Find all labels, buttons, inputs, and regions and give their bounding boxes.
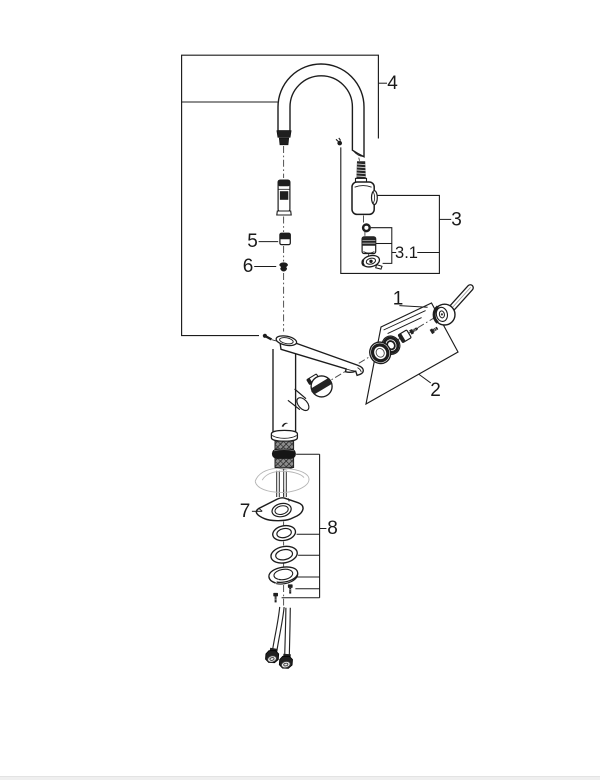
escutcheon-cap (369, 341, 392, 365)
spout-hose-connector (276, 130, 292, 146)
callout-7: 7 (240, 501, 251, 522)
hose-hex-fitting-left (265, 647, 280, 664)
spout-arm (278, 336, 364, 377)
callout-8: 8 (327, 518, 338, 539)
spray-head (351, 161, 378, 216)
body-logo-mark (281, 422, 289, 427)
spray-head-screw (335, 137, 343, 146)
fixing-screw-b (273, 592, 278, 603)
handle-screw (429, 326, 439, 335)
group-box-3 (340, 147, 452, 274)
lever-handle (432, 284, 474, 326)
ghost-clamp-outline (254, 467, 310, 493)
hose-coupling (276, 179, 292, 216)
callout-5: 5 (247, 231, 258, 252)
bracket-3-1 (370, 227, 440, 264)
callout-3-1: 3.1 (395, 244, 418, 262)
bracket-8 (281, 453, 327, 599)
callout-1: 1 (393, 289, 404, 310)
callout-4: 4 (387, 73, 398, 94)
supply-hoses (271, 606, 291, 657)
base-flange (270, 429, 299, 442)
threaded-shank (271, 440, 296, 470)
mousseur (361, 236, 377, 255)
mounting-rods (276, 470, 287, 497)
callout-3: 3 (451, 210, 462, 231)
faucet-body (272, 346, 310, 434)
group-box-4 (181, 54, 387, 337)
flow-insert (361, 254, 383, 270)
callout-6: 6 (243, 256, 254, 277)
spray-o-ring (361, 223, 371, 233)
stabilizer-wedge-7 (251, 497, 304, 522)
washer (272, 524, 297, 542)
callout-2: 2 (430, 380, 441, 401)
clamp-ring (268, 566, 299, 585)
coupling-nut-5 (258, 232, 291, 246)
cartridge-ball (306, 373, 333, 398)
spout-set-screw (262, 333, 278, 342)
adapter (397, 329, 412, 343)
callouts: 1 2 3 3.1 4 5 6 7 8 (240, 73, 462, 539)
spout-tube (277, 63, 365, 158)
fixing-screw-a (287, 584, 293, 594)
mounting-plane (365, 302, 459, 406)
non-return-valve-6 (254, 262, 288, 272)
hose-hex-fitting-right (278, 653, 293, 669)
footer-bar (0, 776, 600, 780)
base-washer (270, 545, 298, 564)
spout-socket (275, 335, 298, 347)
adapter-screw (409, 327, 419, 335)
